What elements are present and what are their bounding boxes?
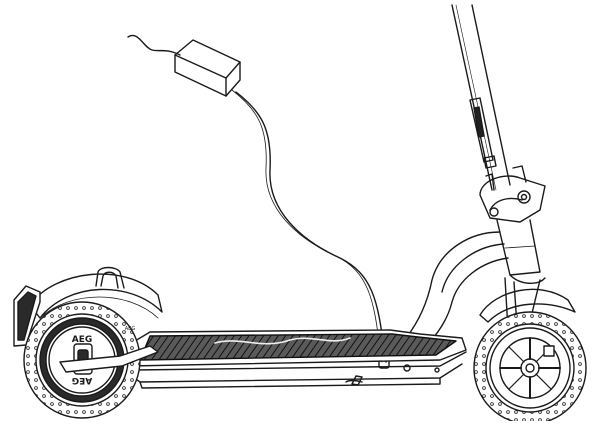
- rear-wheel-brand-bottom: AEG: [72, 375, 93, 385]
- kickstand: [351, 375, 363, 386]
- stem-display-unit: [469, 97, 497, 169]
- charging-cable: [235, 91, 387, 363]
- front-wheel: [473, 311, 587, 425]
- rear-fender: [29, 266, 163, 319]
- fender-brand: AEG: [125, 326, 136, 332]
- folding-mechanism: [479, 165, 546, 223]
- fender-handle: [95, 266, 125, 289]
- rear-light: [13, 285, 41, 347]
- deck: [114, 329, 467, 389]
- rear-swingarm: [59, 345, 159, 373]
- rear-wheel-brand-top: AEG: [72, 335, 93, 345]
- steering-stem: [451, 4, 511, 191]
- charger-adapter: [174, 39, 241, 97]
- power-cord: [127, 34, 181, 56]
- front-frame: [405, 219, 546, 343]
- front-mudguard: [479, 288, 576, 323]
